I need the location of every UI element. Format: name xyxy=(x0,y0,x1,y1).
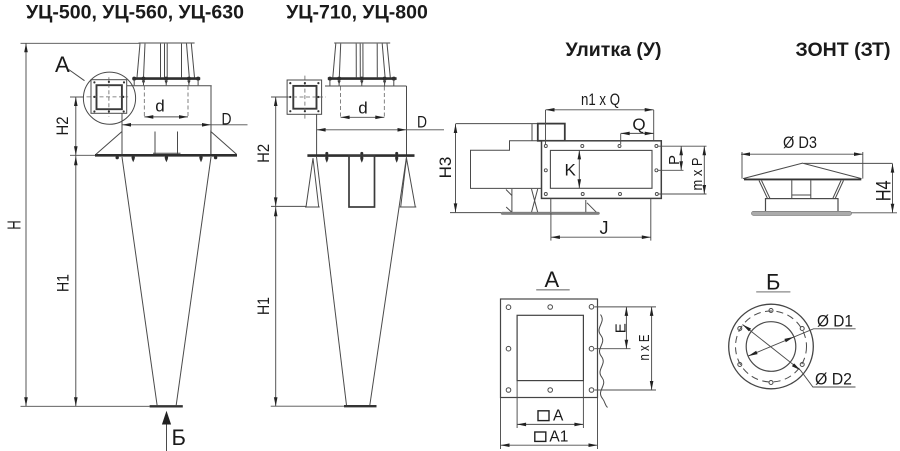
svg-text:Q: Q xyxy=(632,115,645,134)
svg-text:H2: H2 xyxy=(53,117,72,136)
svg-text:УЦ-710, УЦ-800: УЦ-710, УЦ-800 xyxy=(286,2,428,24)
svg-text:E: E xyxy=(613,323,630,333)
svg-text:ЗОНТ (ЗТ): ЗОНТ (ЗТ) xyxy=(796,39,891,61)
svg-text:H1: H1 xyxy=(54,274,73,292)
svg-text:K: K xyxy=(565,161,577,180)
svg-text:H4: H4 xyxy=(873,180,896,201)
svg-text:Улитка (У): Улитка (У) xyxy=(566,39,662,61)
svg-text:A: A xyxy=(553,408,564,425)
svg-text:Б: Б xyxy=(172,425,186,450)
svg-text:Б: Б xyxy=(766,270,780,295)
svg-text:J: J xyxy=(600,218,609,238)
svg-text:Ø D3: Ø D3 xyxy=(783,133,817,152)
svg-text:d: d xyxy=(358,99,367,118)
svg-text:УЦ-500, УЦ-560, УЦ-630: УЦ-500, УЦ-560, УЦ-630 xyxy=(26,2,244,24)
svg-text:m x P: m x P xyxy=(689,158,706,191)
svg-text:D: D xyxy=(417,112,427,131)
svg-text:n x E: n x E xyxy=(636,335,653,361)
svg-text:A: A xyxy=(55,52,70,77)
svg-text:Ø D1: Ø D1 xyxy=(817,312,853,331)
svg-text:Ø D2: Ø D2 xyxy=(815,370,852,389)
svg-text:d: d xyxy=(155,97,164,116)
svg-text:H2: H2 xyxy=(254,144,273,163)
svg-text:H: H xyxy=(4,220,24,230)
svg-text:A: A xyxy=(545,267,560,292)
svg-text:D: D xyxy=(222,110,232,129)
svg-text:A1: A1 xyxy=(549,429,568,446)
svg-text:P: P xyxy=(666,155,683,165)
svg-text:n1 x Q: n1 x Q xyxy=(581,90,620,109)
svg-text:H3: H3 xyxy=(436,157,455,179)
svg-text:H1: H1 xyxy=(254,297,273,315)
